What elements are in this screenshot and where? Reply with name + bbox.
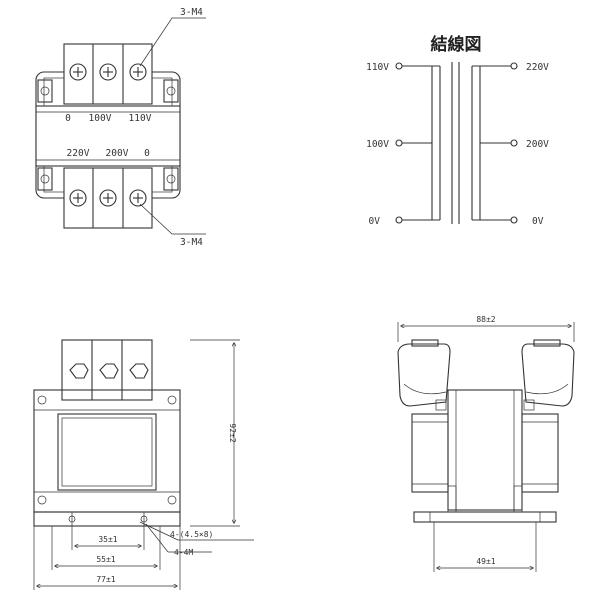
dim-mid: 55±1	[96, 555, 115, 564]
screw-icon	[99, 189, 117, 207]
base-dimension: 49±1	[476, 557, 495, 566]
right-terminal-cover	[521, 343, 575, 407]
primary-terminal-label: 100V	[89, 113, 112, 124]
right-tap-label: 200V	[526, 139, 549, 150]
screw-head-icon	[99, 363, 119, 379]
primary-terminal-label: 110V	[129, 113, 152, 124]
terminal-icon	[510, 62, 518, 70]
terminal-icon	[395, 139, 403, 147]
dim-inner: 35±1	[98, 535, 117, 544]
terminal-icon	[510, 139, 518, 147]
side-view: 88±2 49±1	[397, 315, 575, 572]
coil-window	[57, 413, 157, 491]
left-tap-label: 0V	[369, 216, 381, 227]
front-view: 92±2 4-(4.5×8) 4-4M 35±1 55±1 77±1	[33, 339, 254, 590]
left-tap-label: 100V	[366, 139, 389, 150]
top-view-label-band	[35, 105, 181, 167]
front-core	[33, 389, 181, 513]
side-core	[447, 389, 523, 511]
right-coil	[521, 413, 559, 493]
screw-icon	[69, 63, 87, 81]
screw-callout: 4-4M	[174, 548, 193, 557]
width-dimension: 88±2	[476, 315, 495, 324]
screw-head-icon	[129, 363, 149, 379]
left-tap-label: 110V	[366, 62, 389, 73]
secondary-terminal-label: 200V	[106, 148, 129, 159]
screw-icon	[129, 189, 147, 207]
left-coil	[411, 413, 449, 493]
wiring-diagram-title: 結線図	[431, 34, 482, 55]
top-terminal-block	[63, 43, 153, 105]
primary-terminal-label: 0	[65, 113, 71, 124]
screw-icon	[69, 189, 87, 207]
screw-icon	[99, 63, 117, 81]
right-tap-label: 0V	[532, 216, 544, 227]
height-dimension: 92±2	[228, 423, 237, 442]
left-terminal-cover	[397, 343, 451, 407]
top-view: 0 100V 110V 220V 200V 0 3-M4 3-M4	[35, 7, 206, 248]
dim-outer: 77±1	[96, 575, 115, 584]
secondary-terminal-label: 0	[144, 148, 150, 159]
right-tap-label: 220V	[526, 62, 549, 73]
front-terminal-block	[61, 339, 153, 401]
screw-head-icon	[69, 363, 89, 379]
terminal-icon	[395, 216, 403, 224]
terminal-icon	[395, 62, 403, 70]
side-base-plate	[413, 511, 557, 523]
wiring-diagram: 結線図 110V 100V 0V 220V 200V 0V	[366, 34, 549, 227]
screw-icon	[129, 63, 147, 81]
terminal-icon	[510, 216, 518, 224]
hole-callout: 4-(4.5×8)	[170, 530, 213, 539]
base-plate	[33, 511, 181, 527]
secondary-terminal-label: 220V	[67, 148, 90, 159]
screw-callout-top: 3-M4	[180, 7, 203, 18]
screw-callout-bottom: 3-M4	[180, 237, 203, 248]
